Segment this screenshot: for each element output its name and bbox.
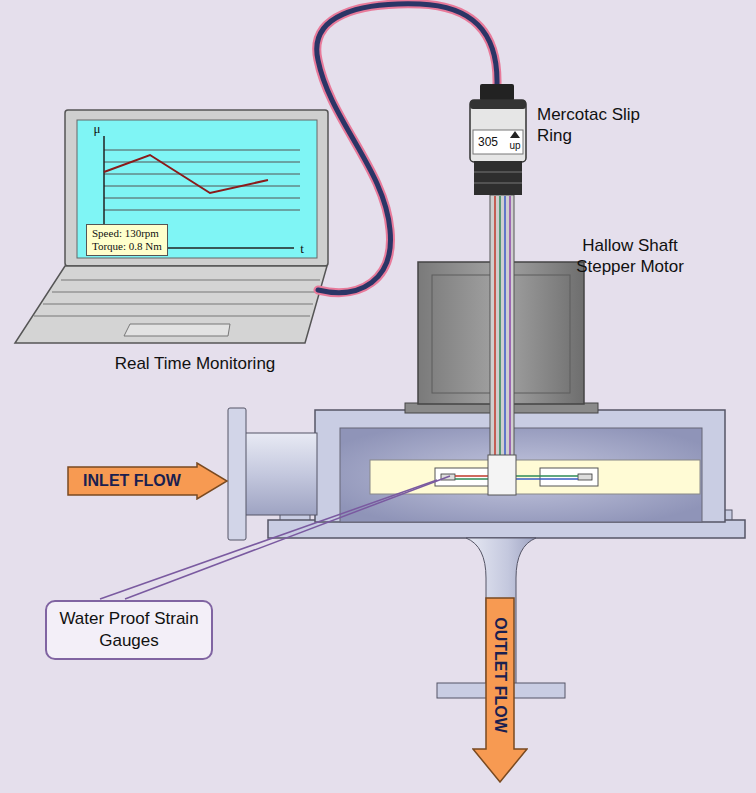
laptop-base <box>15 266 327 343</box>
housing <box>340 428 702 522</box>
housing <box>315 410 725 522</box>
hollow-shaft <box>504 196 506 458</box>
node-text: INLET FLOW <box>67 462 197 500</box>
strain-gauge <box>455 475 490 477</box>
slip-ring <box>470 100 526 109</box>
chart-grid <box>104 186 300 187</box>
model-number: 305 <box>473 135 503 150</box>
laptop-base <box>34 316 310 317</box>
strain-gauge <box>578 474 592 480</box>
slip-ring <box>474 172 522 173</box>
slip-ring <box>470 84 526 195</box>
slip-ring <box>480 84 514 101</box>
hollow-shaft <box>490 195 514 460</box>
slip-ring <box>474 183 522 184</box>
orientation-mark: up <box>505 139 525 152</box>
hollow-shaft <box>509 196 511 458</box>
chart-line <box>104 155 268 193</box>
laptop-screen <box>65 110 328 266</box>
strain-gauge <box>540 468 598 486</box>
chart-grid <box>104 210 300 211</box>
leader-line <box>100 480 437 599</box>
hollow-shaft <box>494 196 496 458</box>
laptop-base <box>124 324 230 336</box>
readout-box: Speed: 130rpmTorque: 0.8 Nm <box>86 224 168 256</box>
hollow-shaft <box>488 195 516 495</box>
chart-grid <box>104 150 300 151</box>
outlet-flow-arrow: OUTLET FLOW <box>472 597 528 783</box>
inlet-flow-arrow: INLET FLOW <box>67 462 228 500</box>
laptop-base <box>43 304 313 305</box>
laptop-base <box>15 266 327 343</box>
hollow-shaft <box>488 455 516 495</box>
laptop-screen <box>65 110 328 266</box>
node-text: Speed: 130rpm <box>92 227 162 240</box>
strain-gauge <box>514 475 578 477</box>
slip-ring <box>510 131 520 138</box>
housing <box>315 410 725 522</box>
laptop-base <box>61 280 320 281</box>
node-text: Torque: 0.8 Nm <box>92 240 162 253</box>
node-text: OUTLET FLOW <box>491 617 509 733</box>
laptop-base <box>52 292 317 293</box>
chart-grid <box>104 198 300 199</box>
arrow-shape <box>68 463 227 499</box>
part-label: Hallow Shaft Stepper Motor <box>570 235 690 277</box>
node-text: Water Proof Strain Gauges <box>55 608 203 652</box>
caption-label: Real Time Monitoring <box>60 353 330 374</box>
axis-label: t <box>296 241 308 257</box>
inlet-pipe <box>245 433 317 515</box>
laptop-screen <box>77 120 317 258</box>
inlet-pipe <box>228 408 246 540</box>
chart-grid <box>104 174 300 175</box>
slip-ring <box>470 100 526 162</box>
callout-box: Water Proof Strain Gauges <box>45 600 213 660</box>
hollow-shaft <box>499 196 501 458</box>
strain-gauge <box>455 478 490 480</box>
rotor-blade <box>370 460 700 494</box>
axis-label: μ <box>90 121 104 137</box>
part-label: Mercotac Slip Ring <box>537 104 641 146</box>
arrow-shape <box>473 598 527 782</box>
slip-ring <box>474 161 522 195</box>
rotor-blade <box>370 460 700 494</box>
inlet-pipe <box>228 408 317 540</box>
strain-gauge <box>514 478 578 480</box>
chart-grid <box>104 150 300 210</box>
